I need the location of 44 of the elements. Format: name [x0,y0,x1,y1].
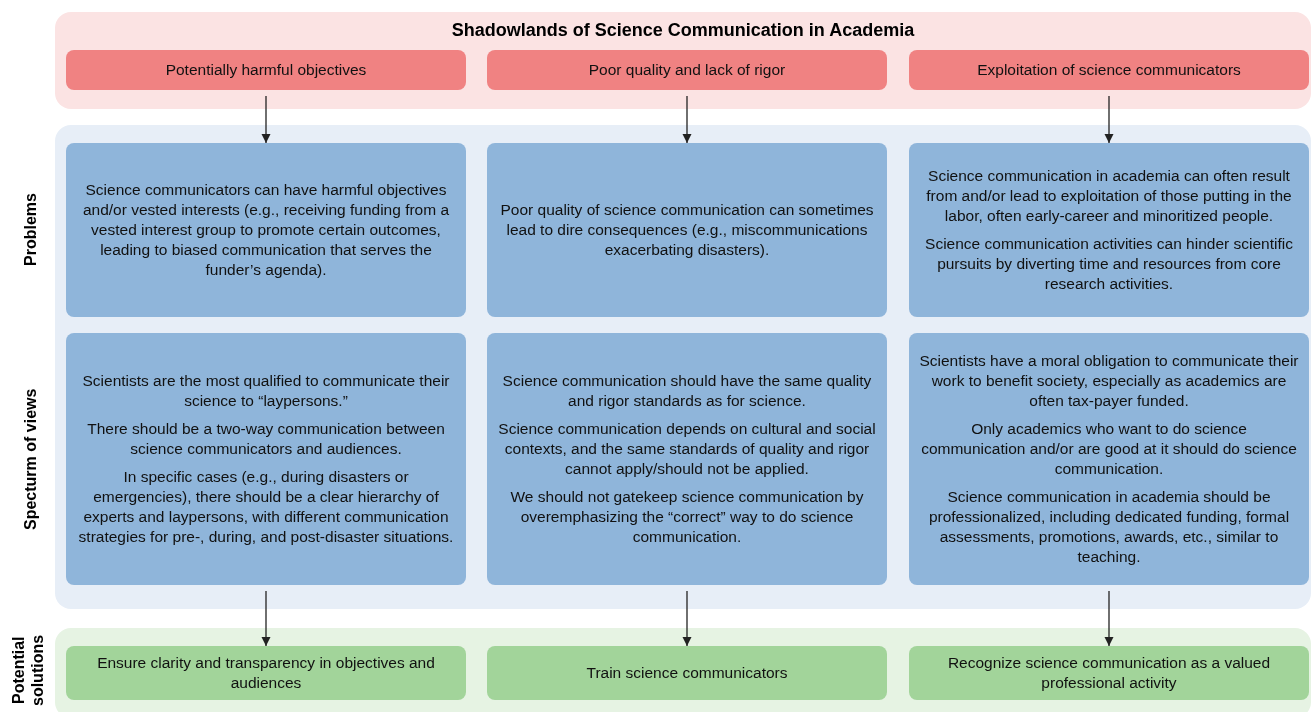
row-label: Specturm of views [20,387,40,532]
arrow [682,95,692,144]
box-text: Science communication in academia should be professionalized, including dedicated funding, formal assessments, promotions, awards, etc., similar to teaching. [927,487,1291,567]
box-text: We should not gatekeep science communication by overemphasizing the “correct” way to do science communication. [509,487,865,547]
arrow [261,590,271,647]
solution-box [487,646,887,700]
content-panel [55,125,1311,609]
box-text: Train science communicators [586,663,788,683]
problem-box [487,143,887,317]
box-text: Science communicators can have harmful objectives and/or vested interests (e.g., receiving funding from a vested interest group to promote certain outcomes, leading to biased communication that serves the funder’s agenda). [81,180,451,280]
category-header [909,50,1309,90]
column-heading: Poor quality and lack of rigor [588,60,786,80]
box-text: Science communication should have the same quality and rigor standards as for science. [501,371,873,411]
row-label: Problems [20,192,40,269]
box-text: Ensure clarity and transparency in objectives and audiences [96,653,436,693]
box-text: Science communication activities can hinder scientific pursuits by diverting time and resources from core research activities. [924,234,1294,294]
box-text: Recognize science communication as a valued professional activity [946,653,1272,693]
box-text: Scientists are the most qualified to communicate their science to “laypersons.” [81,371,451,411]
column-heading: Potentially harmful objectives [165,60,367,80]
box-text: Science communication in academia can often result from and/or lead to exploitation of those putting in the labor, often early-career and minoritized people. [925,166,1293,226]
category-header [66,50,466,90]
arrow [682,590,692,647]
solution-box [66,646,466,700]
header-band [55,12,1311,109]
problem-box [909,143,1309,317]
problem-box [66,143,466,317]
solutions-panel [55,628,1311,712]
band-heading: Shadowlands of Science Communication in Academia [450,20,916,41]
box-text: In specific cases (e.g., during disasters or emergencies), there should be a clear hierarchy of experts and laypersons, with different communication strategies for pre-, during, and post-disaster situations. [77,467,455,547]
box-text: There should be a two-way communication between science communicators and audiences. [86,419,446,459]
column-heading: Exploitation of science communicators [977,60,1241,80]
box-text: Poor quality of science communication can sometimes lead to dire consequences (e.g., miscommunications exacerbating disasters). [499,200,875,260]
arrow [261,95,271,144]
row-label: Potential solutions [8,633,47,708]
views-box [909,333,1309,585]
views-box [66,333,466,585]
views-box [487,333,887,585]
box-text: Scientists have a moral obligation to communicate their work to benefit society, especially as academics are often tax-payer funded. [919,351,1299,411]
arrow [1104,95,1114,144]
solution-box [909,646,1309,700]
box-text: Only academics who want to do science communication and/or are good at it should do science communication. [920,419,1298,479]
arrow [1104,590,1114,647]
box-text: Science communication depends on cultural and social contexts, and the same standards of quality and rigor cannot apply/should not be applied. [497,419,877,479]
category-header [487,50,887,90]
